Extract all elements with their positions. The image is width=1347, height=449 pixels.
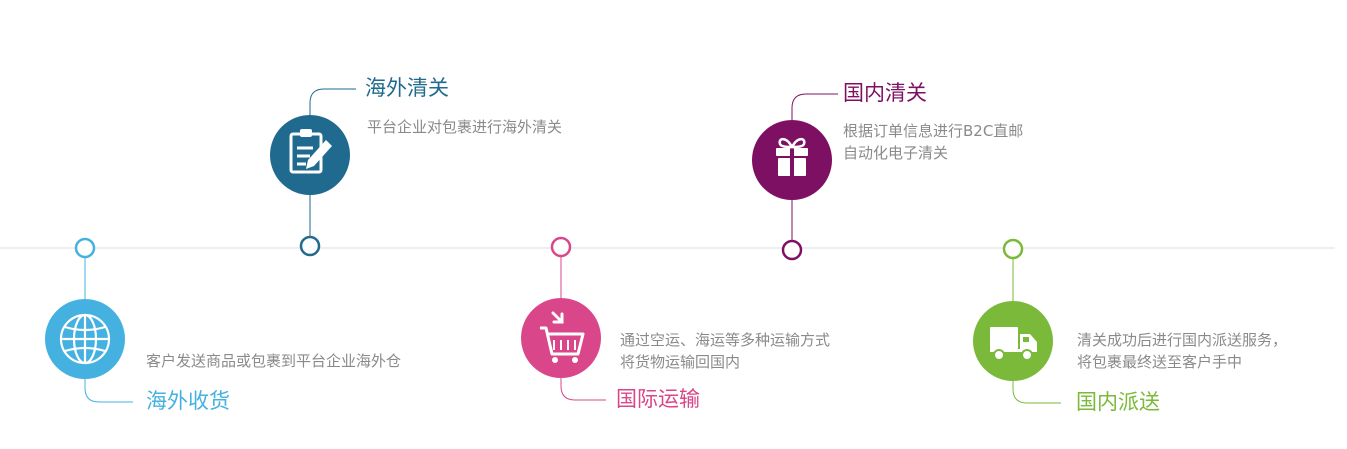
step-5-graphic [973, 238, 1061, 404]
step-1-description: 客户发送商品或包裹到平台企业海外仓 [146, 350, 401, 372]
step-5-node [1002, 238, 1024, 260]
step-1-title: 海外收货 [146, 389, 230, 413]
step-5-title: 国内派送 [1076, 390, 1160, 414]
truck-icon [990, 327, 1037, 361]
step-4-description: 根据订单信息进行B2C直邮 自动化电子清关 [843, 120, 1023, 164]
clipboard-edit-icon [289, 129, 332, 174]
step-4-title: 国内清关 [843, 81, 927, 105]
globe-icon [59, 313, 111, 365]
step-3-description-line: 通过空运、海运等多种运输方式 [620, 331, 831, 349]
step-2-description: 平台企业对包裹进行海外清关 [367, 116, 562, 138]
step-3-title: 国际运输 [616, 387, 700, 411]
gift-icon [776, 137, 808, 176]
step-1-node [74, 237, 96, 259]
step-1-description-line: 客户发送商品或包裹到平台企业海外仓 [146, 352, 402, 370]
step-4-description-line: 自动化电子清关 [843, 144, 949, 162]
step-3-badge [521, 298, 601, 378]
step-3-description-line: 将货物运输回国内 [620, 353, 741, 371]
step-4-node [781, 239, 803, 261]
step-2-node [299, 235, 321, 257]
step-3-node [550, 236, 572, 258]
step-5-description: 清关成功后进行国内派送服务， 将包裹最终送至客户手中 [1077, 329, 1287, 373]
step-4-graphic [752, 93, 838, 261]
step-5-description-line: 清关成功后进行国内派送服务， [1077, 331, 1288, 349]
step-2-graphic [270, 88, 356, 257]
cart-icon [540, 311, 585, 363]
step-3-graphic [521, 236, 606, 401]
step-3-description: 通过空运、海运等多种运输方式 将货物运输回国内 [620, 329, 830, 373]
step-5-description-line: 将包裹最终送至客户手中 [1077, 353, 1243, 371]
step-4-description-line: 根据订单信息进行B2C直邮 [843, 122, 1024, 140]
step-2-description-line: 平台企业对包裹进行海外清关 [367, 118, 563, 136]
step-1-graphic [45, 237, 133, 403]
step-2-title: 海外清关 [365, 76, 449, 100]
